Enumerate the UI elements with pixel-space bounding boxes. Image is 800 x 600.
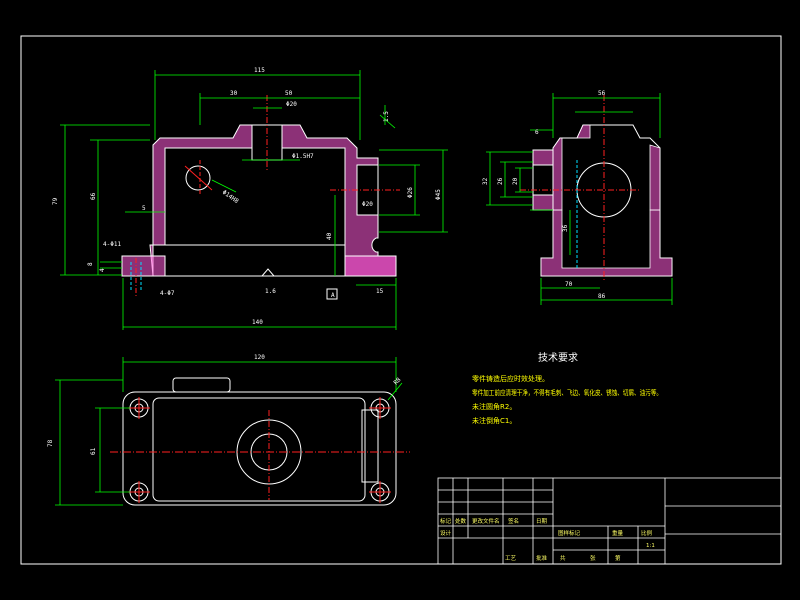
dim-front-4phi7: 4-Φ7 [160, 290, 175, 297]
dimension-texts: 115 30 50 Φ20 Φ1.5H7 Φ14H8 1.5 79 66 5 4… [47, 67, 606, 455]
dim-front-140: 140 [252, 319, 263, 326]
title-block [437, 477, 782, 565]
tb-drawing-mark: 图样标记 [558, 529, 581, 537]
tb-scale: 比例 [641, 529, 653, 537]
note-line-4: 未注倒角C1。 [472, 416, 516, 425]
dim-front-chamfer: 1.5 [383, 111, 390, 122]
dim-front-8: 8 [87, 262, 94, 266]
dim-front-5: 5 [142, 205, 146, 212]
tb-date: 日期 [536, 518, 548, 525]
dim-front-15: 15 [376, 288, 384, 295]
tb-total: 共 [560, 554, 566, 562]
dim-top-78: 78 [47, 439, 54, 447]
note-line-1: 零件铸造后应时效处理。 [472, 374, 549, 383]
dim-top-61: 61 [90, 447, 97, 455]
front-view-dimensions [60, 70, 448, 330]
tb-weight: 重量 [612, 529, 624, 537]
tb-design: 设计 [440, 529, 452, 537]
technical-notes: 技术要求 零件铸造后应时效处理。 零件加工前应清理干净，不得有毛刺、飞边、氧化皮… [472, 351, 662, 425]
note-line-3: 未注圆角R2。 [472, 402, 516, 411]
tb-approve: 批准 [536, 554, 548, 562]
tb-process: 工艺 [505, 555, 517, 562]
tb-change-doc: 更改文件名 [472, 517, 500, 525]
dim-side-32: 32 [482, 177, 489, 185]
tb-sheets: 张 [590, 554, 596, 562]
tb-sign: 签名 [508, 517, 519, 525]
dim-front-phi20-right: Φ20 [362, 201, 373, 208]
dim-front-phi26: Φ26 [407, 187, 414, 198]
side-view [520, 95, 673, 280]
top-view-dimensions [55, 357, 403, 506]
side-view-dimensions [486, 93, 673, 305]
title-block-text: 标记 处数 更改文件名 签名 日期 设计 工艺 批准 图样标记 重量 比例 1:… [440, 517, 655, 562]
dim-front-79: 79 [52, 197, 59, 205]
tb-sheet-no: 第 [615, 554, 621, 562]
dim-side-36: 36 [562, 224, 569, 232]
dim-side-56: 56 [598, 90, 606, 97]
dim-side-86: 86 [598, 293, 606, 300]
sheet-border [20, 35, 782, 565]
dim-front-phi45: Φ45 [435, 189, 442, 200]
dim-front-50: 50 [285, 90, 293, 97]
note-line-2: 零件加工前应清理干净，不得有毛刺、飞边、氧化皮、锈蚀、切屑、油污等。 [472, 388, 662, 397]
dim-front-slot: Φ1.5H7 [292, 153, 314, 160]
dim-front-roughness: 1.6 [265, 288, 276, 295]
dim-side-20: 20 [512, 177, 519, 185]
dim-top-r8: R8 [392, 376, 402, 386]
dim-side-26: 26 [497, 177, 504, 185]
front-view [121, 95, 400, 300]
dim-front-overall: 115 [254, 67, 265, 74]
dim-front-4phi11: 4-Φ11 [103, 241, 121, 248]
dim-top-120: 120 [254, 354, 265, 361]
dim-side-6: 6 [535, 129, 539, 136]
tb-scale-value: 1:1 [646, 543, 655, 549]
notes-title: 技术要求 [538, 351, 578, 364]
tb-mark: 标记 [440, 517, 452, 525]
tb-count: 处数 [455, 517, 467, 525]
top-view [110, 377, 410, 506]
dim-front-datum: A [331, 292, 335, 299]
dim-front-30: 30 [230, 90, 238, 97]
dim-side-70: 70 [565, 281, 573, 288]
dim-front-40: 40 [326, 232, 333, 240]
dim-front-66: 66 [90, 192, 97, 200]
top-outline [122, 391, 397, 506]
dim-front-phi20: Φ20 [286, 101, 297, 108]
dim-front-4: 4 [99, 268, 106, 272]
